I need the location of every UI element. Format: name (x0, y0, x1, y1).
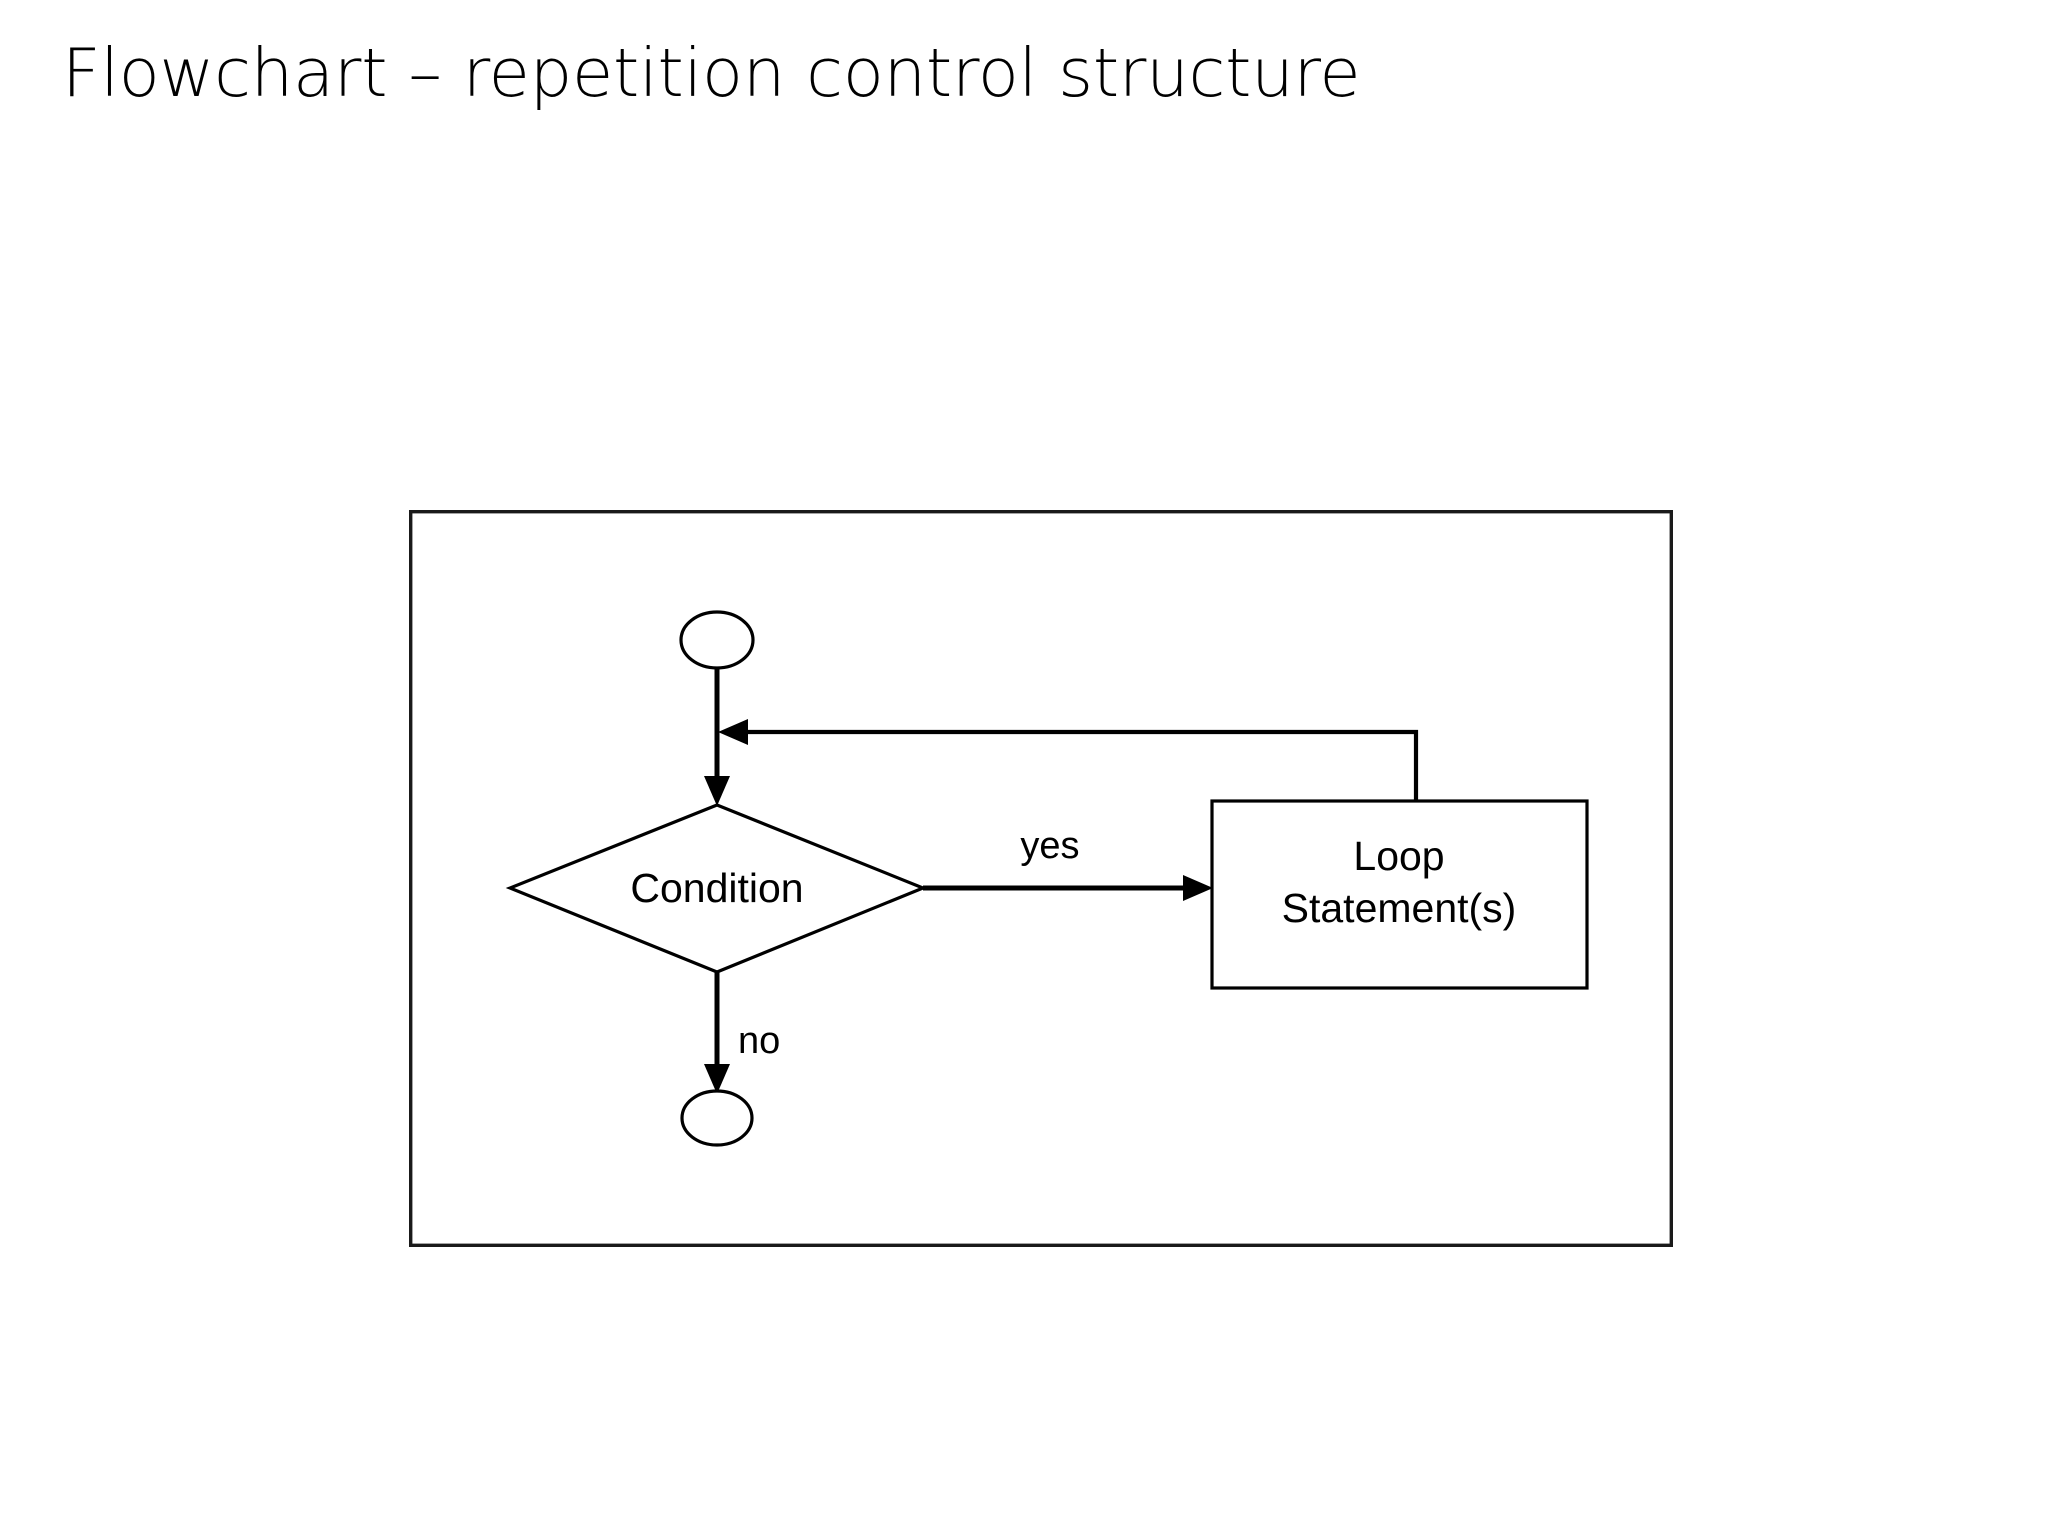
page-title: Flowchart – repetition control structure (62, 34, 1361, 112)
flowchart-diagram: Condition yes Loop Statement(s) no (409, 510, 1673, 1247)
end-terminator-shape[interactable] (680, 1089, 754, 1147)
flowchart-svg: Condition yes Loop Statement(s) no (409, 510, 1673, 1247)
process-loop-statements-label-line2: Statement(s) (1282, 885, 1517, 931)
decision-condition-label: Condition (630, 865, 803, 911)
edge-start-to-condition-arrowhead (704, 776, 730, 806)
edge-condition-no-label: no (738, 1020, 780, 1062)
edge-loop-back-line (729, 729, 1419, 801)
edge-loop-back-arrowhead (718, 719, 748, 745)
edge-condition-yes-label: yes (1020, 825, 1079, 867)
process-loop-statements-shape[interactable] (1210, 799, 1589, 990)
edge-condition-yes-arrowhead (1183, 875, 1213, 901)
process-loop-statements-label-line1: Loop (1353, 833, 1444, 879)
diagram-frame (409, 510, 1673, 1247)
edge-condition-no-arrowhead (704, 1064, 730, 1094)
start-terminator-shape[interactable] (679, 610, 755, 670)
